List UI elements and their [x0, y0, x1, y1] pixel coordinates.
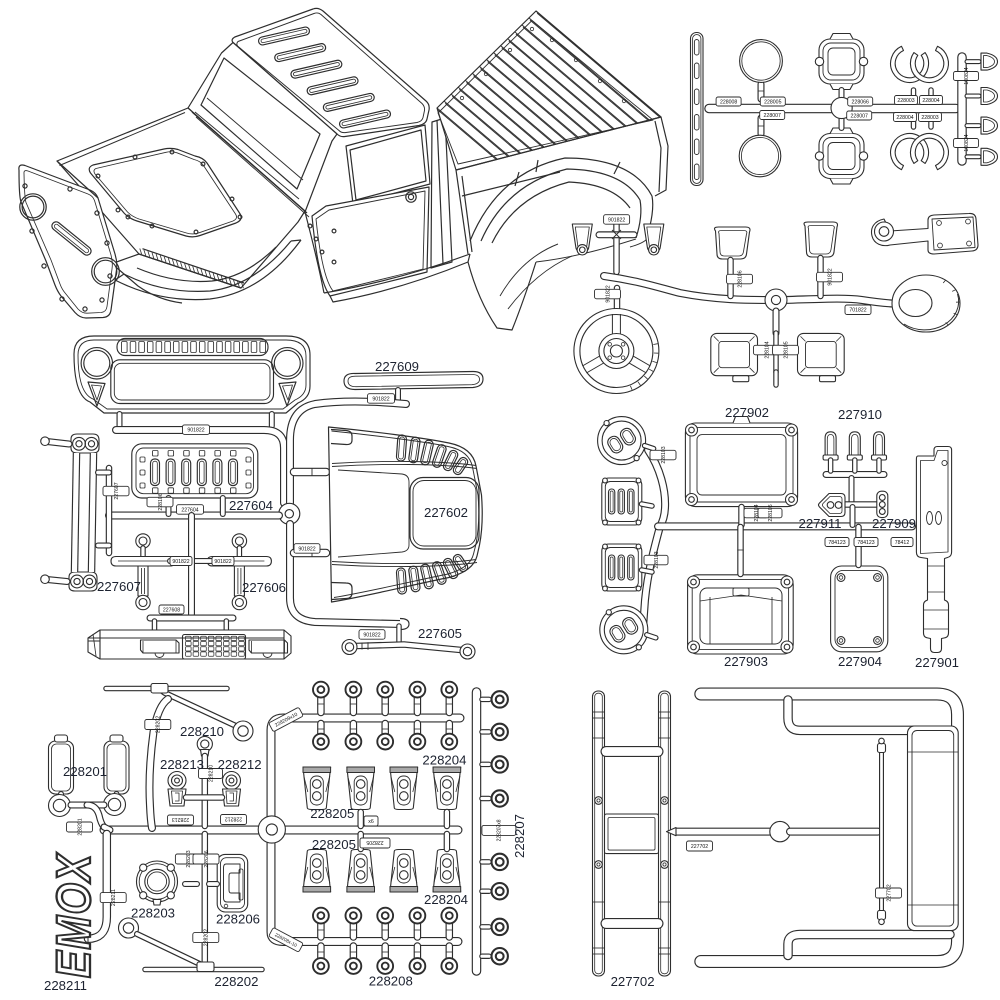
svg-text:227911: 227911 [798, 516, 841, 531]
svg-text:227702: 227702 [886, 884, 892, 901]
svg-text:901822: 901822 [172, 559, 189, 565]
svg-text:227606: 227606 [242, 580, 286, 595]
svg-text:228207x8: 228207x8 [497, 819, 503, 841]
svg-text:100824: 100824 [964, 134, 970, 151]
svg-text:227702: 227702 [611, 974, 655, 989]
svg-text:227607: 227607 [97, 579, 141, 594]
svg-text:228208: 228208 [369, 974, 413, 989]
svg-text:228004: 228004 [896, 115, 913, 121]
svg-text:228201: 228201 [63, 764, 107, 779]
svg-text:228204: 228204 [424, 892, 468, 907]
svg-text:227607: 227607 [114, 482, 120, 499]
svg-text:228205: 228205 [312, 837, 356, 852]
svg-text:228103: 228103 [654, 551, 660, 568]
svg-text:901822: 901822 [608, 217, 625, 223]
svg-text:228212: 228212 [218, 757, 262, 772]
svg-text:228106: 228106 [737, 270, 743, 287]
svg-text:227910: 227910 [838, 407, 882, 422]
svg-text:227904: 227904 [838, 654, 882, 669]
svg-text:228210: 228210 [180, 724, 224, 739]
svg-text:228207: 228207 [512, 814, 527, 858]
svg-text:784123: 784123 [857, 540, 874, 546]
svg-text:901822: 901822 [372, 396, 389, 402]
svg-text:784123: 784123 [828, 540, 845, 546]
svg-text:228004: 228004 [922, 98, 939, 104]
svg-text:228005: 228005 [764, 99, 781, 105]
svg-text:901822: 901822 [187, 428, 204, 434]
svg-text:228007: 228007 [764, 113, 781, 119]
svg-text:228003: 228003 [897, 98, 914, 104]
svg-text:901822: 901822 [363, 632, 380, 638]
svg-text:228211: 228211 [44, 978, 87, 993]
svg-text:228066: 228066 [852, 99, 869, 105]
svg-text:227903: 227903 [724, 654, 768, 669]
svg-text:901822: 901822 [214, 559, 231, 565]
svg-text:901822: 901822 [827, 268, 833, 285]
svg-text:228201: 228201 [77, 818, 83, 835]
svg-text:227909: 227909 [872, 516, 916, 531]
svg-text:228105: 228105 [768, 504, 774, 521]
svg-text:228202: 228202 [156, 716, 162, 733]
svg-text:228202: 228202 [214, 974, 258, 989]
svg-text:228213: 228213 [172, 816, 189, 822]
svg-text:228205: 228205 [310, 806, 354, 821]
svg-text:228008: 228008 [720, 99, 737, 105]
svg-text:227902: 227902 [725, 405, 769, 420]
svg-text:EMOX: EMOX [48, 853, 101, 978]
svg-text:228106: 228106 [158, 493, 164, 510]
svg-text:228206: 228206 [216, 912, 260, 927]
svg-text:228211: 228211 [111, 889, 117, 906]
svg-text:901822: 901822 [605, 285, 611, 302]
svg-text:227604: 227604 [229, 498, 273, 513]
svg-text:227608: 227608 [163, 607, 180, 613]
svg-text:228202: 228202 [204, 929, 210, 946]
svg-text:227604: 227604 [181, 507, 198, 513]
svg-text:x6: x6 [368, 819, 374, 825]
svg-text:228204: 228204 [422, 753, 466, 768]
svg-text:228104: 228104 [764, 341, 770, 358]
svg-text:228212: 228212 [225, 816, 242, 822]
svg-text:228203: 228203 [131, 906, 175, 921]
svg-text:228205: 228205 [366, 839, 383, 845]
svg-text:228003: 228003 [921, 115, 938, 121]
svg-text:228104: 228104 [754, 504, 760, 521]
svg-text:228103: 228103 [661, 446, 667, 463]
svg-text:228105: 228105 [783, 341, 789, 358]
svg-text:100824: 100824 [964, 67, 970, 84]
svg-text:228206: 228206 [204, 850, 210, 867]
svg-text:901822: 901822 [298, 546, 315, 552]
svg-text:227702: 227702 [691, 844, 708, 850]
svg-text:701822: 701822 [849, 308, 866, 314]
svg-text:228210: 228210 [208, 765, 214, 782]
svg-text:228203: 228203 [186, 850, 192, 867]
svg-text:228007: 228007 [851, 113, 868, 119]
svg-text:227609: 227609 [375, 359, 419, 374]
svg-text:228213: 228213 [160, 757, 204, 772]
svg-text:227605: 227605 [418, 626, 462, 641]
svg-text:227901: 227901 [915, 655, 959, 670]
svg-text:78412: 78412 [895, 540, 910, 546]
svg-text:227602: 227602 [424, 505, 468, 520]
